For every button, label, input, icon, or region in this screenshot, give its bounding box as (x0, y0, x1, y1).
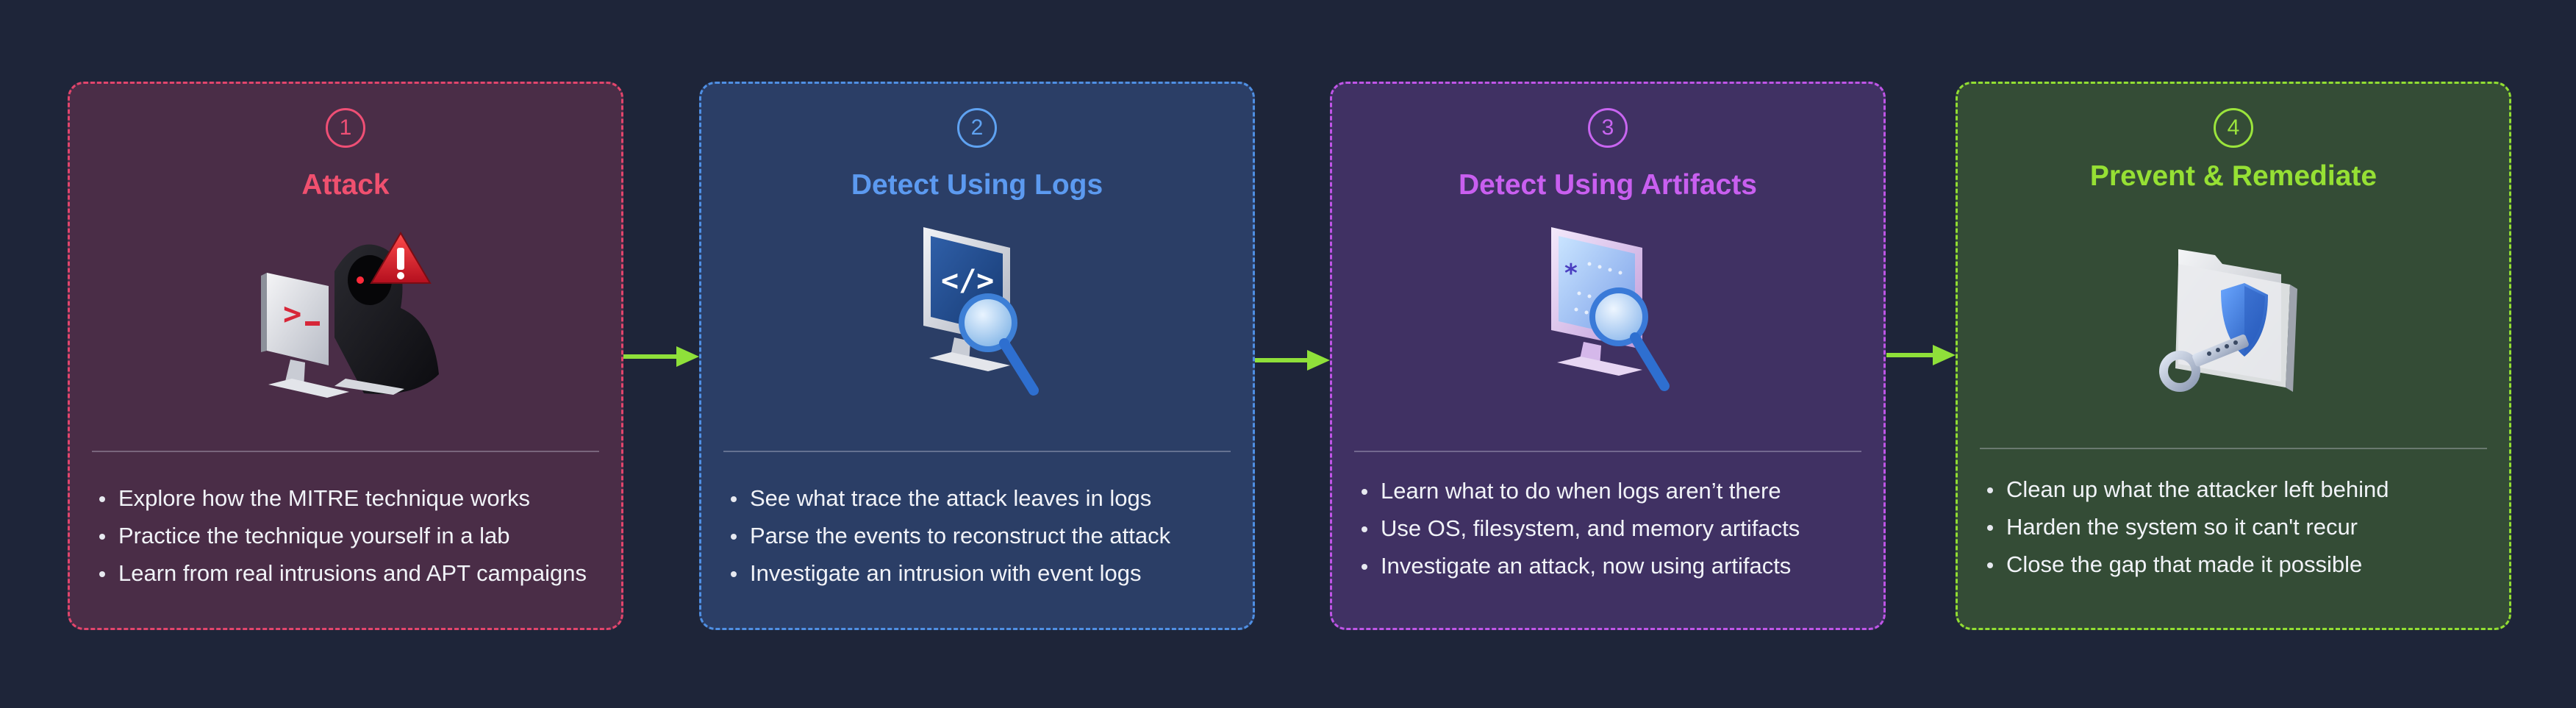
list-item: Explore how the MITRE technique works (95, 479, 599, 517)
step-card-detect-logs: 2 Detect Using Logs </> (699, 82, 1255, 630)
svg-text:*: * (1564, 259, 1578, 288)
list-item: Practice the technique yourself in a lab (95, 517, 599, 554)
bullet-list: Explore how the MITRE technique works Pr… (95, 479, 599, 592)
bullet-list: Learn what to do when logs aren’t there … (1357, 472, 1861, 584)
step-number-badge: 4 (2214, 108, 2253, 148)
card-divider (1980, 448, 2487, 449)
arrow-right-icon (1255, 350, 1330, 371)
card-divider (92, 451, 599, 452)
step-number-badge: 2 (957, 108, 997, 148)
list-item: Clean up what the attacker left behind (1983, 471, 2487, 508)
step-title: Prevent & Remediate (2089, 160, 2378, 192)
list-item: Harden the system so it can't recur (1983, 508, 2487, 546)
bullet-list: See what trace the attack leaves in logs… (726, 479, 1231, 592)
step-card-detect-artifacts: 3 Detect Using Artifacts * (1330, 82, 1886, 630)
card-divider (723, 451, 1231, 452)
list-item: Learn what to do when logs aren’t there (1357, 472, 1861, 509)
svg-text:</>: </> (941, 264, 994, 298)
step-title: Attack (301, 169, 390, 201)
list-item: Parse the events to reconstruct the atta… (726, 517, 1231, 554)
card-divider (1354, 451, 1861, 452)
list-item: Use OS, filesystem, and memory artifacts (1357, 509, 1861, 547)
step-number-badge: 1 (326, 108, 365, 148)
log-monitor-magnifier-icon: </> (923, 227, 1039, 396)
list-item: See what trace the attack leaves in logs (726, 479, 1231, 517)
list-item: Learn from real intrusions and APT campa… (95, 554, 599, 592)
hacker-with-warning-icon: > (261, 232, 439, 398)
artifact-monitor-magnifier-icon: * (1551, 227, 1670, 391)
arrow-right-icon (623, 346, 699, 367)
arrow-right-icon (1886, 345, 1956, 365)
list-item: Investigate an intrusion with event logs (726, 554, 1231, 592)
list-item: Investigate an attack, now using artifac… (1357, 547, 1861, 584)
shield-folder-key-icon (2159, 249, 2297, 392)
step-number-badge: 3 (1588, 108, 1628, 148)
step-card-attack: 1 Attack (68, 82, 623, 630)
svg-text:>: > (283, 296, 301, 332)
bullet-list: Clean up what the attacker left behind H… (1983, 471, 2487, 583)
step-title: Detect Using Logs (851, 169, 1103, 201)
step-title: Detect Using Artifacts (1459, 169, 1757, 201)
list-item: Close the gap that made it possible (1983, 546, 2487, 583)
step-card-prevent-remediate: 4 Prevent & Remediate (1956, 82, 2511, 630)
